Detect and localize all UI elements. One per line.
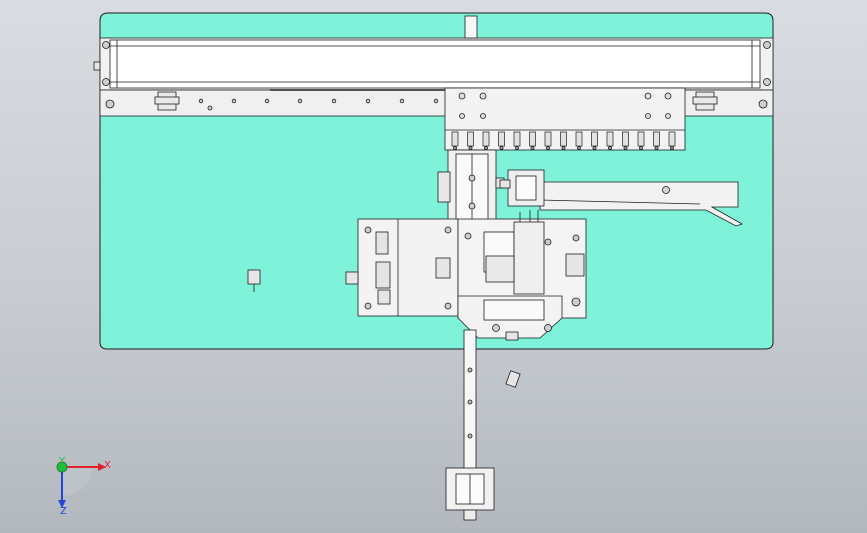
nozzle-tip (484, 146, 488, 150)
nozzle-tip (530, 146, 535, 150)
axis-x-label: X (104, 460, 111, 471)
nozzle-tip (577, 146, 581, 150)
bottom-ball-screw[interactable] (445, 329, 521, 521)
nozzle (529, 131, 536, 147)
nozzle (575, 131, 583, 147)
top-rail-assembly[interactable] (93, 15, 774, 117)
nozzle (622, 131, 629, 147)
nozzle (637, 131, 645, 147)
nozzle-tip (499, 146, 504, 150)
nozzle-tip (670, 146, 674, 150)
nozzle-tip (561, 146, 566, 150)
nozzle-tip (468, 146, 473, 150)
lower-angled-plate[interactable] (457, 295, 563, 341)
side-arm[interactable] (499, 169, 743, 227)
nozzle (544, 131, 552, 147)
axis-triad: X Y Z (56, 456, 111, 517)
nozzle (467, 131, 474, 147)
nozzle-tip (608, 146, 612, 150)
nozzle (668, 131, 676, 147)
nozzle (482, 131, 490, 147)
axis-y-label: Y (58, 456, 66, 467)
nozzle (606, 131, 614, 147)
nozzle-tip (546, 146, 550, 150)
nozzle-tip (654, 146, 659, 150)
rail-end-stoppers[interactable] (154, 91, 718, 111)
nozzle (560, 131, 567, 147)
nozzle-tip (453, 146, 457, 150)
nozzle-tip (639, 146, 643, 150)
nozzle-tip (592, 146, 597, 150)
pneumatic-fitting[interactable] (247, 269, 261, 292)
axis-z-label: Z (60, 506, 67, 517)
nozzle-row (451, 131, 676, 150)
nozzle-tip (515, 146, 519, 150)
nozzle (591, 131, 598, 147)
nozzle (653, 131, 660, 147)
nozzle (498, 131, 505, 147)
rail-screws (102, 41, 771, 111)
nozzle (451, 131, 459, 147)
nozzle-tip (623, 146, 628, 150)
nozzle (513, 131, 521, 147)
